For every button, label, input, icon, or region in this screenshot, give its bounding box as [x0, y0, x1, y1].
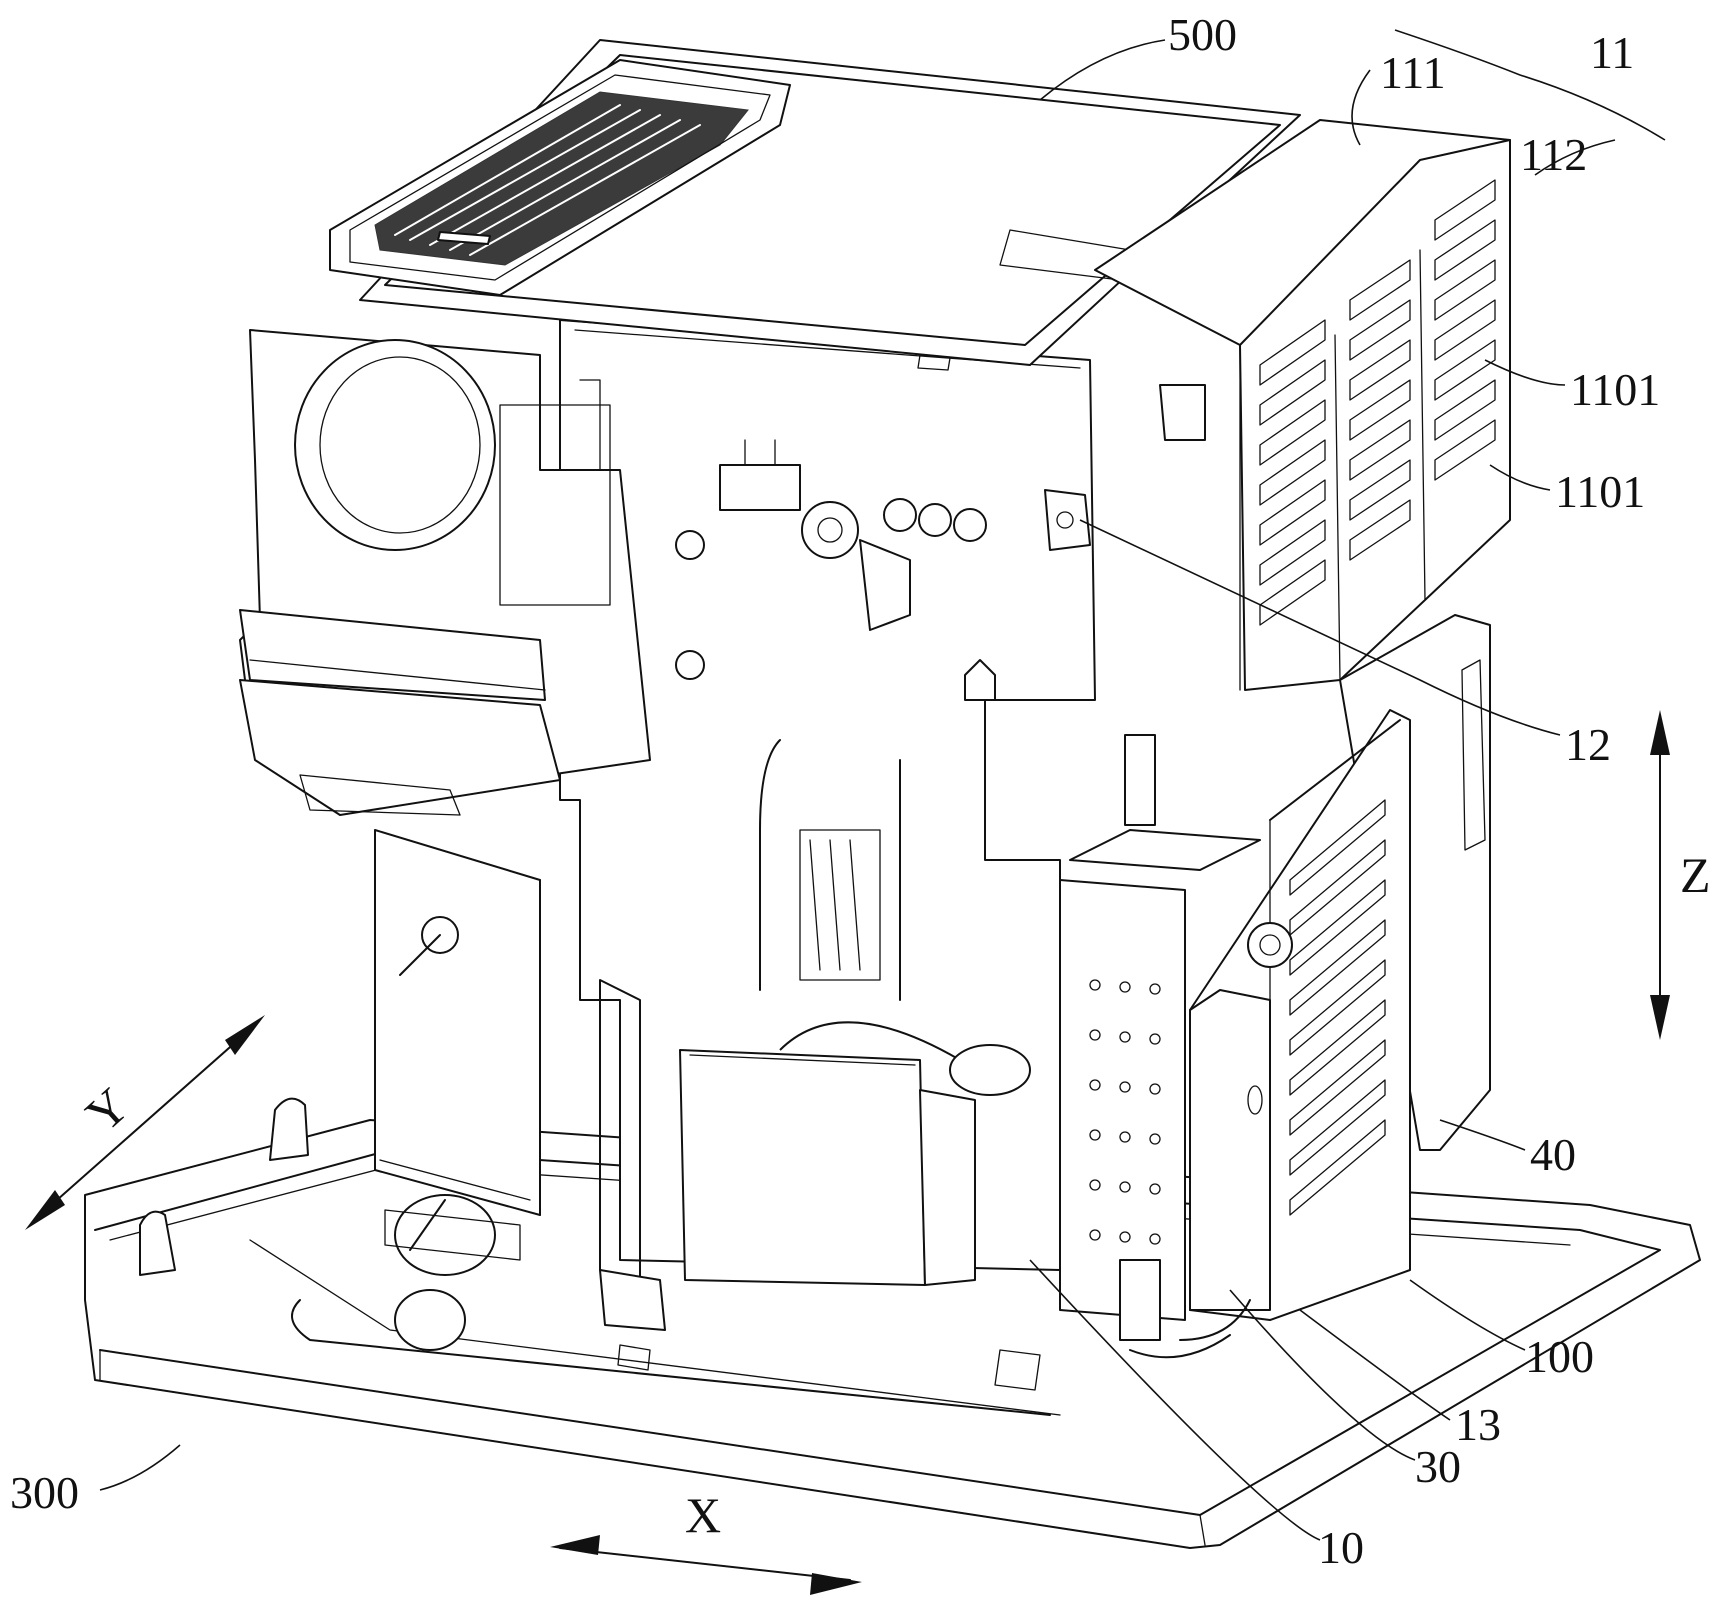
lower-louver-slots — [1289, 799, 1386, 1216]
lower-housing-100 — [1189, 709, 1411, 1321]
label-11: 11 — [1590, 27, 1634, 78]
label-500: 500 — [1168, 9, 1237, 60]
label-40: 40 — [1530, 1129, 1576, 1180]
upper-right-louver-cover — [1094, 119, 1511, 691]
label-10: 10 — [1318, 1522, 1364, 1573]
label-1101-lower: 1101 — [1555, 466, 1645, 517]
axis-arrows — [25, 710, 1670, 1595]
label-13: 13 — [1455, 1399, 1501, 1450]
center-lower-components — [291, 979, 1051, 1416]
reference-labels: 500 11 111 112 1101 1101 12 40 100 13 30… — [10, 9, 1660, 1573]
label-30: 30 — [1415, 1441, 1461, 1492]
axis-label-z: Z — [1680, 847, 1711, 903]
left-fan-assembly — [239, 329, 651, 816]
label-111: 111 — [1380, 47, 1446, 98]
label-1101-upper: 1101 — [1570, 364, 1660, 415]
leader-lines — [99, 29, 1666, 1541]
axis-label-x: X — [685, 1487, 721, 1543]
top-filter-grille — [329, 59, 791, 296]
upper-louver-slots — [1259, 179, 1496, 626]
perforation-holes — [1089, 979, 1161, 1245]
mid-control-area — [399, 439, 1091, 976]
axis-label-y: Y — [75, 1077, 139, 1143]
label-12: 12 — [1565, 719, 1611, 770]
label-100: 100 — [1525, 1331, 1594, 1382]
label-300: 300 — [10, 1467, 79, 1518]
label-112: 112 — [1520, 129, 1587, 180]
perforated-panel-10 — [1059, 734, 1293, 1359]
